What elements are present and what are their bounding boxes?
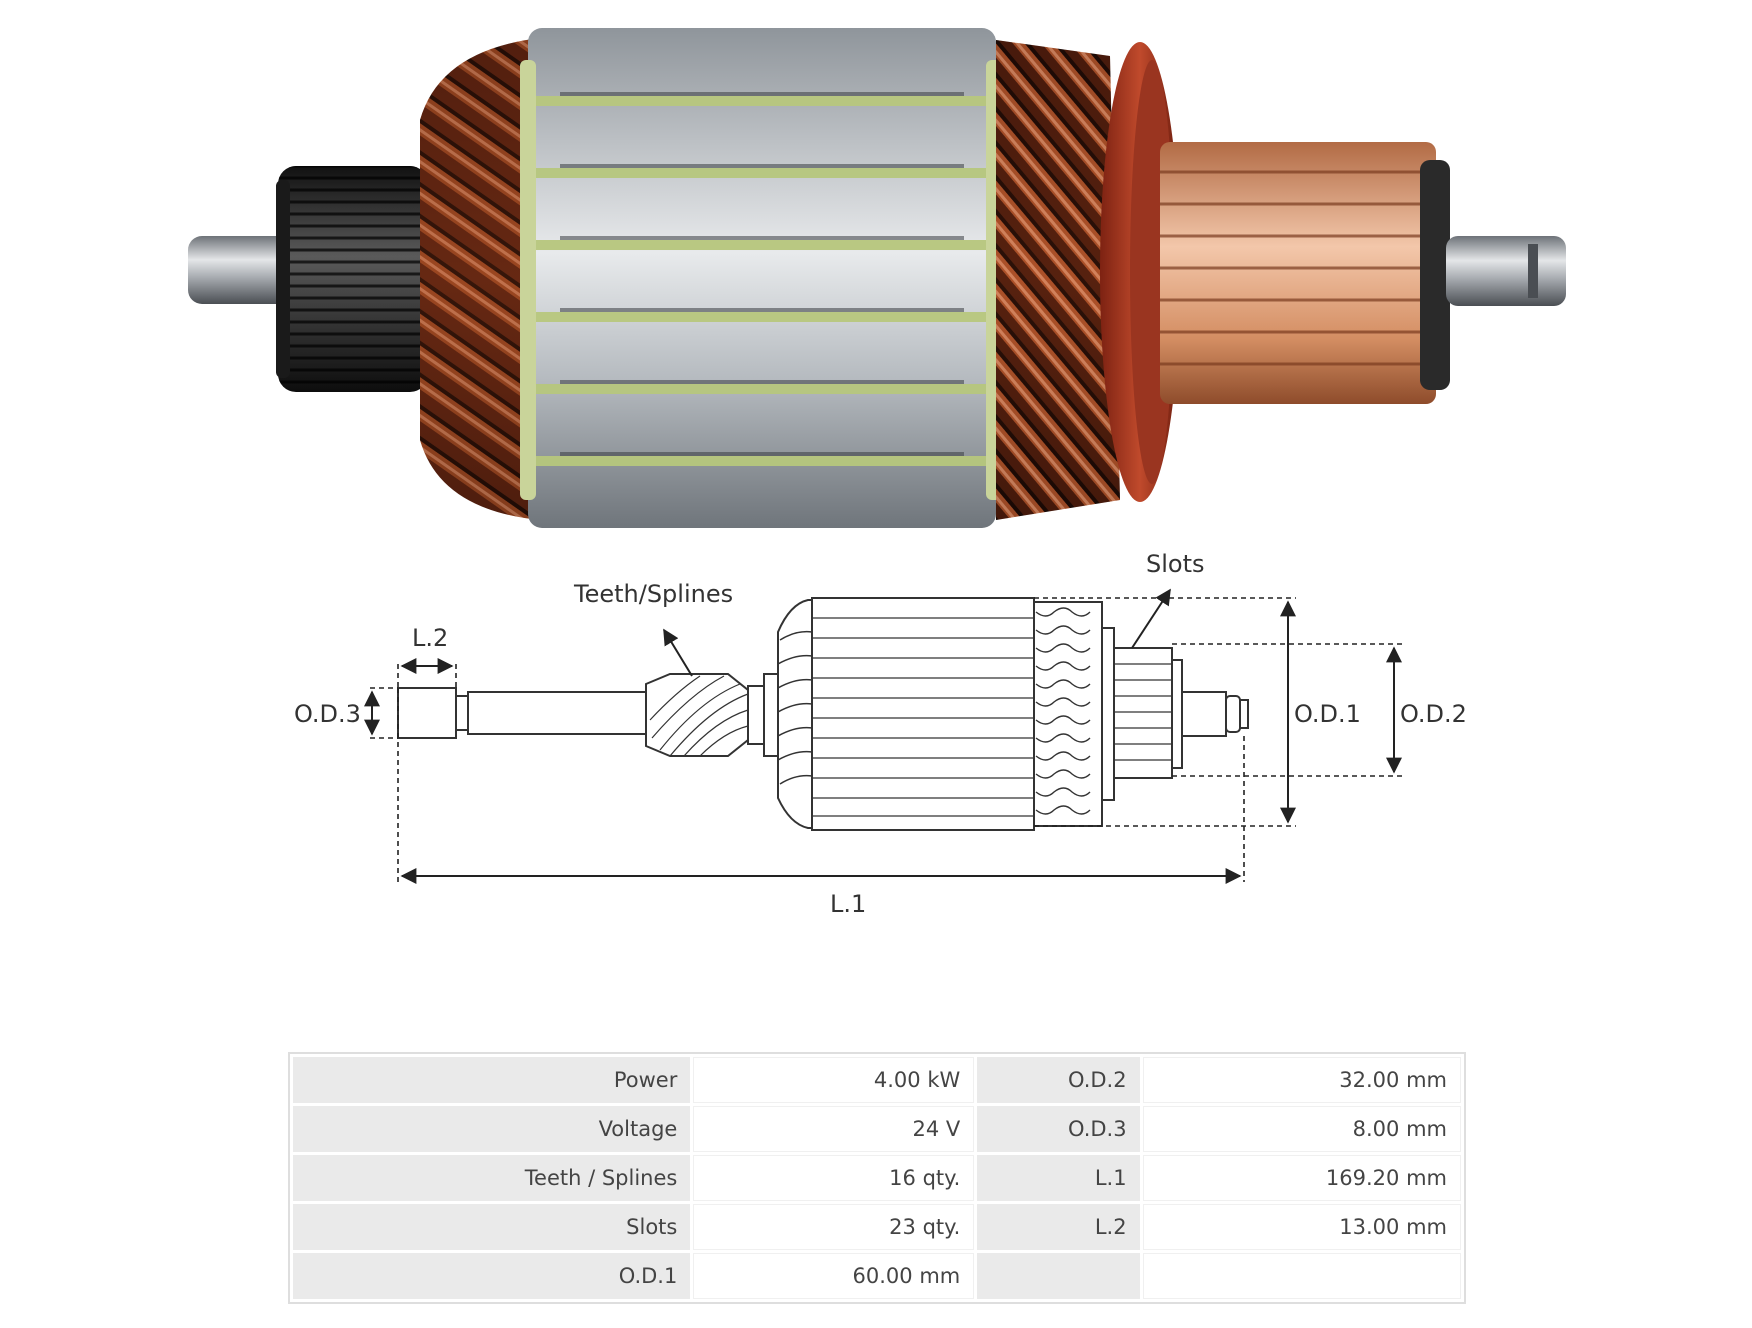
spec-label: Teeth / Splines [293, 1155, 691, 1201]
table-row: Power 4.00 kW O.D.2 32.00 mm [293, 1057, 1461, 1103]
table-row: Slots 23 qty. L.2 13.00 mm [293, 1204, 1461, 1250]
armature-outline [397, 597, 1249, 831]
spec-label: Power [293, 1057, 691, 1103]
spec-value: 169.20 mm [1142, 1155, 1461, 1201]
right-shaft [1446, 236, 1566, 306]
spec-label: L.1 [977, 1155, 1140, 1201]
label-od1: O.D.1 [1294, 700, 1361, 728]
spec-value: 24 V [693, 1106, 975, 1152]
table-row: O.D.1 60.00 mm [293, 1253, 1461, 1299]
left-shaft [188, 236, 298, 304]
spec-value: 23 qty. [693, 1204, 975, 1250]
label-l2: L.2 [412, 624, 448, 652]
spec-value: 60.00 mm [693, 1253, 975, 1299]
dimension-diagram: Teeth/Splines Slots L.2 O.D.3 O.D.1 O.D.… [294, 550, 1467, 918]
table-row: Voltage 24 V O.D.3 8.00 mm [293, 1106, 1461, 1152]
spec-value: 16 qty. [693, 1155, 975, 1201]
label-slots: Slots [1146, 550, 1205, 578]
label-teeth-splines: Teeth/Splines [573, 580, 733, 608]
spec-label: Slots [293, 1204, 691, 1250]
label-od2: O.D.2 [1400, 700, 1467, 728]
lamination-stack [520, 28, 1002, 528]
pinion-gear [276, 166, 428, 392]
table-row: Teeth / Splines 16 qty. L.1 169.20 mm [293, 1155, 1461, 1201]
spec-table: Power 4.00 kW O.D.2 32.00 mm Voltage 24 … [288, 1052, 1466, 1304]
spec-label: O.D.3 [977, 1106, 1140, 1152]
spec-label [977, 1253, 1140, 1299]
spec-label: O.D.1 [293, 1253, 691, 1299]
spec-label: Voltage [293, 1106, 691, 1152]
spec-value [1142, 1253, 1461, 1299]
label-od3: O.D.3 [294, 700, 361, 728]
spec-label: O.D.2 [977, 1057, 1140, 1103]
spec-value: 8.00 mm [1142, 1106, 1461, 1152]
right-winding-head [996, 40, 1120, 520]
dimension-arrows [364, 588, 1402, 884]
label-l1: L.1 [830, 890, 866, 918]
spec-value: 32.00 mm [1142, 1057, 1461, 1103]
commutator [1160, 142, 1450, 404]
armature-photo [188, 28, 1566, 528]
spec-value: 13.00 mm [1142, 1204, 1461, 1250]
extension-lines [370, 597, 1404, 882]
spec-value: 4.00 kW [693, 1057, 975, 1103]
spec-label: L.2 [977, 1204, 1140, 1250]
